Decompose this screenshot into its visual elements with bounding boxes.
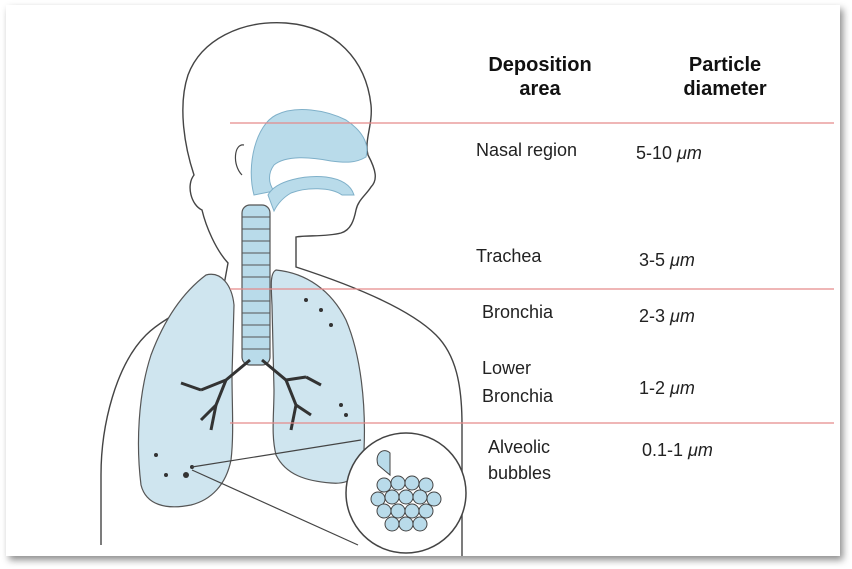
size-alveolic: 0.1-1 μm bbox=[642, 439, 713, 461]
region-alveolic-line2: bubbles bbox=[488, 462, 551, 484]
right-lung bbox=[271, 270, 364, 483]
size-alveolic-unit: μm bbox=[688, 440, 713, 460]
diagram-frame: Deposition area Particle diameter Nasal … bbox=[6, 5, 840, 556]
header-particle-diameter: Particle diameter bbox=[662, 53, 788, 101]
size-trachea-unit: μm bbox=[670, 250, 695, 270]
header-deposition-line2: area bbox=[470, 77, 610, 101]
mouth-cavity bbox=[268, 177, 354, 211]
size-trachea-value: 3-5 bbox=[639, 250, 665, 270]
region-bronchia: Bronchia bbox=[482, 301, 553, 323]
region-lower-line2: Bronchia bbox=[482, 385, 553, 407]
region-lower-bronchia: Lower Bronchia bbox=[482, 357, 553, 407]
size-alveolic-value: 0.1-1 bbox=[642, 440, 683, 460]
size-lower-bronchia: 1-2 μm bbox=[639, 377, 695, 399]
size-trachea: 3-5 μm bbox=[639, 249, 695, 271]
size-nasal: 5-10 μm bbox=[636, 142, 702, 164]
region-trachea: Trachea bbox=[476, 245, 541, 267]
size-nasal-value: 5-10 bbox=[636, 143, 672, 163]
region-alveolic-line1: Alveolic bbox=[488, 436, 551, 458]
region-alveolic: Alveolic bubbles bbox=[488, 436, 551, 484]
region-lower-line1: Lower bbox=[482, 357, 553, 379]
ear-outline bbox=[235, 145, 244, 175]
size-nasal-unit: μm bbox=[677, 143, 702, 163]
size-lower-value: 1-2 bbox=[639, 378, 665, 398]
size-bronchia: 2-3 μm bbox=[639, 305, 695, 327]
header-particle-line1: Particle bbox=[662, 53, 788, 77]
left-lung bbox=[138, 274, 234, 506]
header-deposition-area: Deposition area bbox=[470, 53, 610, 101]
size-bronchia-value: 2-3 bbox=[639, 306, 665, 326]
size-bronchia-unit: μm bbox=[670, 306, 695, 326]
region-nasal: Nasal region bbox=[476, 139, 577, 161]
header-particle-line2: diameter bbox=[662, 77, 788, 101]
header-deposition-line1: Deposition bbox=[470, 53, 610, 77]
size-lower-unit: μm bbox=[670, 378, 695, 398]
